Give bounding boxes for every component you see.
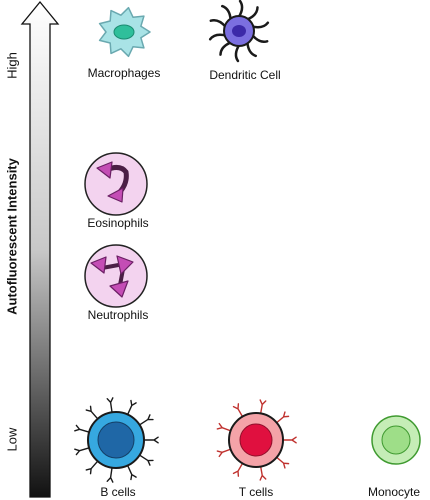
dendrite-arm (220, 4, 232, 22)
receptor (106, 466, 114, 483)
axis-high-label: High (4, 52, 20, 79)
t-cell-icon (216, 399, 297, 481)
receptor (281, 436, 297, 444)
receptor (74, 446, 91, 456)
t-cells-label: T cells (238, 485, 274, 499)
receptor (232, 461, 244, 477)
macrophages-label: Macrophages (87, 66, 161, 80)
intensity-arrow (20, 0, 60, 498)
receptor (138, 453, 154, 466)
dendrite-arm (251, 33, 269, 43)
eosinophil-icon (84, 152, 148, 216)
receptor (216, 448, 233, 458)
receptor (126, 463, 137, 481)
monocyte-label: Monocyte (367, 485, 421, 499)
neutrophils-label: Neutrophils (87, 308, 149, 322)
axis-title: Autofluorescent Intensity (4, 158, 20, 315)
receptor (126, 399, 137, 417)
dendrite-arm (245, 6, 259, 21)
receptor (259, 399, 267, 416)
receptor (138, 414, 154, 427)
receptor (142, 436, 159, 444)
macrophage-icon (98, 6, 151, 58)
b-cell-icon (74, 397, 159, 483)
receptor (85, 405, 100, 421)
neutrophil-icon (84, 244, 148, 308)
dendritic-cell-label: Dendritic Cell (209, 68, 281, 82)
dendrite-arm (251, 21, 270, 29)
receptor (74, 424, 91, 434)
b-cells-label: B cells (100, 485, 136, 499)
dendrite-arm (219, 41, 233, 56)
dendrite-arm (246, 40, 258, 58)
receptor (275, 411, 290, 424)
receptor (259, 464, 267, 481)
eosinophils-label: Eosinophils (87, 216, 149, 230)
dendrite-arm (237, 0, 244, 19)
dendrite-arm (234, 43, 241, 63)
axis-low-label: Low (4, 427, 20, 452)
receptor (232, 403, 244, 419)
dendrite-arm (208, 33, 227, 41)
receptor (85, 459, 100, 475)
receptor (106, 397, 114, 414)
receptor (275, 456, 290, 469)
dendritic-cell-icon (208, 0, 270, 63)
receptor (216, 422, 233, 432)
dendrite-arm (209, 19, 227, 29)
monocyte-icon (371, 415, 421, 465)
